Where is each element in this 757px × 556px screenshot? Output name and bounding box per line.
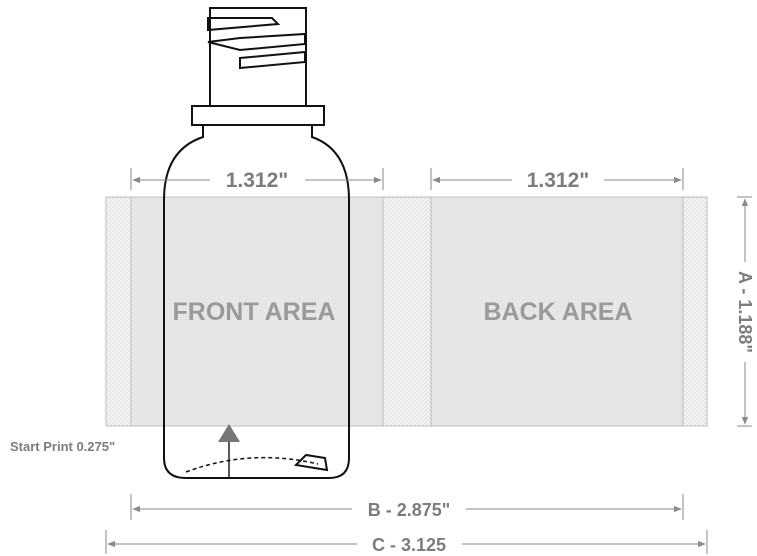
start-print-arrow-icon (218, 424, 240, 442)
center-gap (382, 196, 432, 427)
overlap-margin-left (105, 196, 132, 427)
thread-3 (239, 50, 306, 70)
overlap-margin-right (682, 196, 708, 427)
height-a-label: A - 1.188" (735, 271, 755, 353)
label-strip (105, 196, 708, 427)
height-a-dimension (737, 196, 752, 427)
front-width-dimension (130, 168, 384, 190)
bottle-body (163, 125, 350, 479)
back-area-label: BACK AREA (483, 298, 632, 326)
dimension-b-label: B - 2.875" (368, 500, 451, 520)
front-area-label: FRONT AREA (173, 298, 336, 326)
back-width-dimension (430, 168, 684, 190)
thread-1 (207, 17, 281, 32)
thread-2 (207, 32, 306, 52)
bottle-base-notch (293, 453, 329, 472)
dimension-c-label: C - 3.125 (372, 535, 446, 555)
dimension-b (130, 494, 684, 520)
back-area-panel (430, 196, 684, 427)
bottle-base-arc (185, 456, 319, 473)
front-width-label: 1.312" (226, 169, 289, 192)
back-width-label: 1.312" (527, 169, 590, 192)
start-print-label: Start Print 0.275" (10, 439, 115, 454)
bottle-collar (191, 105, 325, 126)
dimension-c (105, 530, 708, 554)
start-print-marker (218, 424, 240, 478)
bottle-outline (163, 7, 350, 479)
front-area-panel (130, 196, 384, 427)
